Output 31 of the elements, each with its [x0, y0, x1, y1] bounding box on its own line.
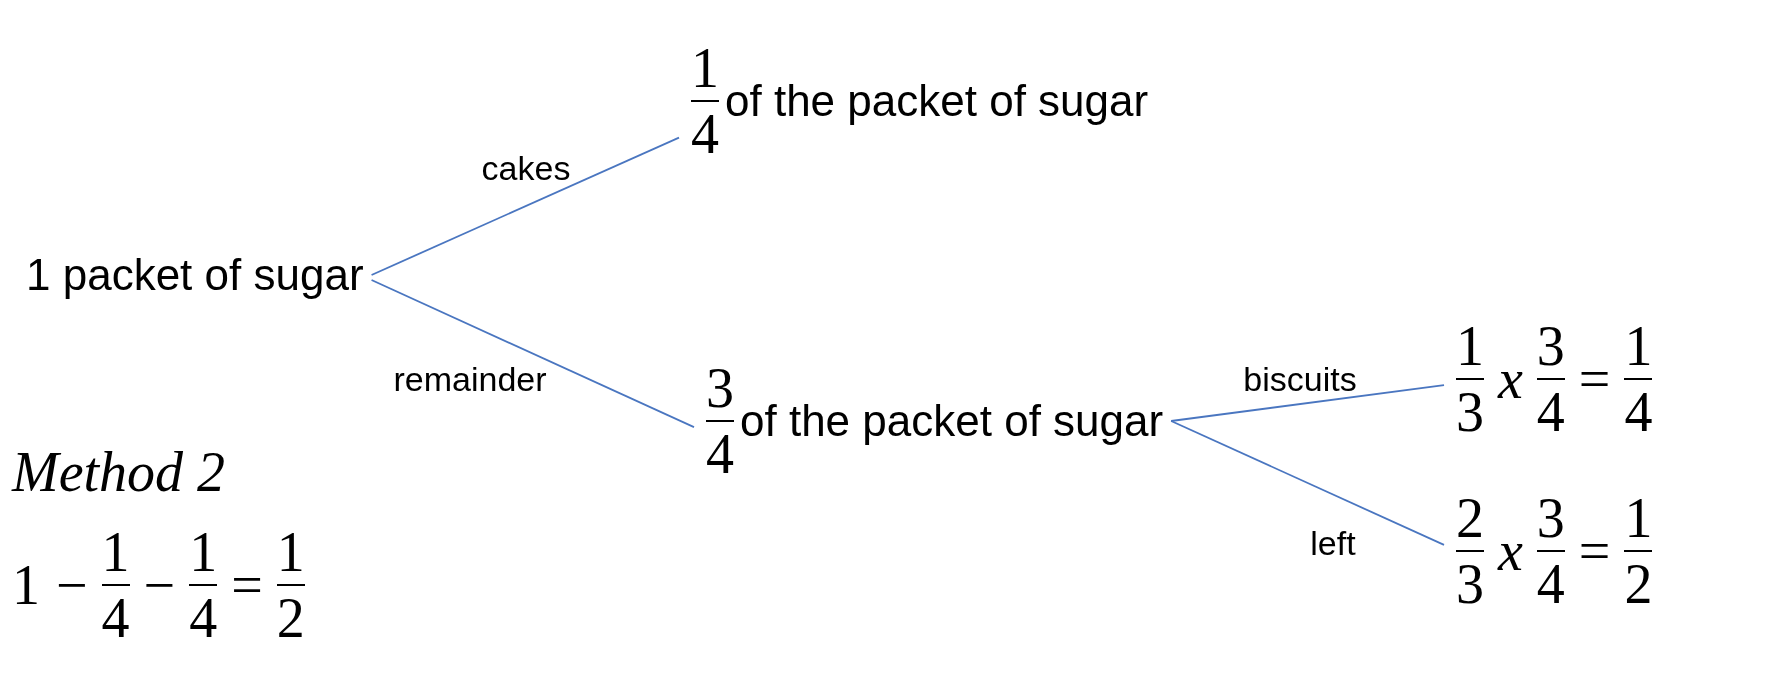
connector-line	[370, 279, 695, 428]
edge-label: left	[1310, 523, 1356, 563]
fraction: 1 4	[189, 524, 218, 646]
node-text: 1 packet of sugar	[26, 250, 364, 300]
times-sign: x	[1498, 347, 1523, 411]
fraction: 1 2	[276, 524, 305, 646]
fraction: 2 3	[1456, 490, 1484, 612]
fraction: 1 2	[1624, 490, 1653, 612]
node-text: of the packet of sugar	[740, 396, 1164, 446]
edge-label: cakes	[481, 148, 571, 188]
fraction: 3 4	[1536, 318, 1565, 440]
fraction: 1 4	[1624, 318, 1653, 440]
method-heading: Method 2	[12, 440, 226, 504]
math-symbol: =	[1578, 347, 1611, 411]
math-symbol: −	[56, 553, 88, 617]
connector-line	[370, 136, 680, 276]
node-text: of the packet of sugar	[725, 76, 1149, 126]
times-sign: x	[1498, 519, 1523, 583]
fraction: 1 3	[1456, 318, 1484, 440]
connector-line	[1170, 384, 1445, 422]
connector-line	[1170, 420, 1445, 546]
math-symbol: 1	[12, 553, 40, 617]
fraction: 3 4	[706, 360, 734, 482]
math-symbol: −	[143, 553, 176, 617]
edge-label: biscuits	[1243, 359, 1357, 399]
fraction: 1 4	[101, 524, 130, 646]
edge-label: remainder	[393, 359, 547, 399]
fraction: 3 4	[1536, 490, 1565, 612]
math-symbol: =	[231, 553, 263, 617]
fraction: 1 4	[691, 40, 719, 162]
math-symbol: =	[1578, 519, 1611, 583]
